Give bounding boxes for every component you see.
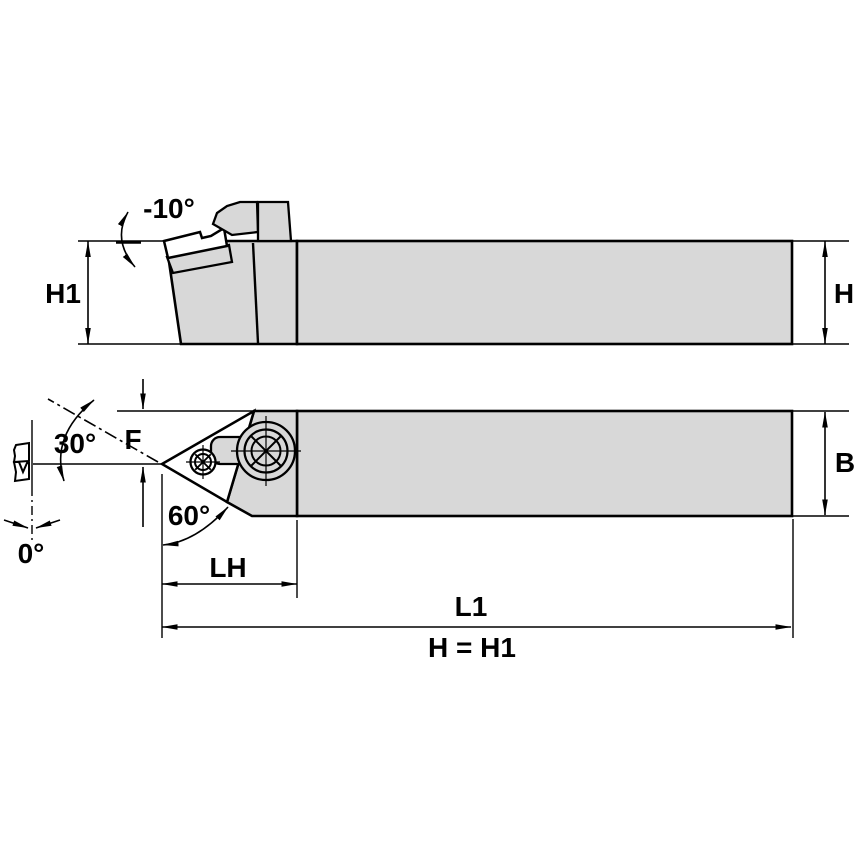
rake-angle-arc bbox=[117, 211, 136, 268]
h-label: H bbox=[834, 278, 854, 309]
zero-angle-arrow-left bbox=[3, 519, 29, 529]
zero-angle-label: 0° bbox=[18, 538, 45, 569]
rake-angle-label: -10° bbox=[143, 193, 195, 224]
insert-screw bbox=[186, 445, 220, 479]
workpiece-symbol bbox=[12, 441, 30, 483]
f-label: F bbox=[124, 424, 141, 455]
workpiece-lower-profile bbox=[12, 461, 30, 483]
plan-view: 0° 30° F 60° B LH L1 H = H1 bbox=[3, 379, 854, 663]
b-label: B bbox=[835, 447, 854, 478]
h1-label: H1 bbox=[45, 278, 81, 309]
clamp-screw bbox=[231, 416, 301, 486]
side-insert bbox=[162, 225, 229, 260]
side-clamp-block bbox=[256, 200, 293, 243]
lead-angle-label: 30° bbox=[54, 428, 96, 459]
side-clamp bbox=[211, 200, 260, 237]
side-shank bbox=[295, 239, 794, 346]
side-view: -10° H1 H bbox=[45, 193, 854, 346]
workpiece-upper-profile bbox=[12, 441, 30, 464]
insert-angle-label: 60° bbox=[168, 500, 210, 531]
zero-angle-arrow-right bbox=[35, 519, 61, 529]
plan-shank bbox=[295, 409, 794, 518]
height-note-label: H = H1 bbox=[428, 632, 516, 663]
side-head-internal-edge bbox=[251, 242, 260, 344]
l1-label: L1 bbox=[455, 591, 488, 622]
lead-angle-arc bbox=[56, 399, 95, 482]
lh-label: LH bbox=[209, 552, 246, 583]
insert-angle-arc bbox=[162, 506, 229, 547]
